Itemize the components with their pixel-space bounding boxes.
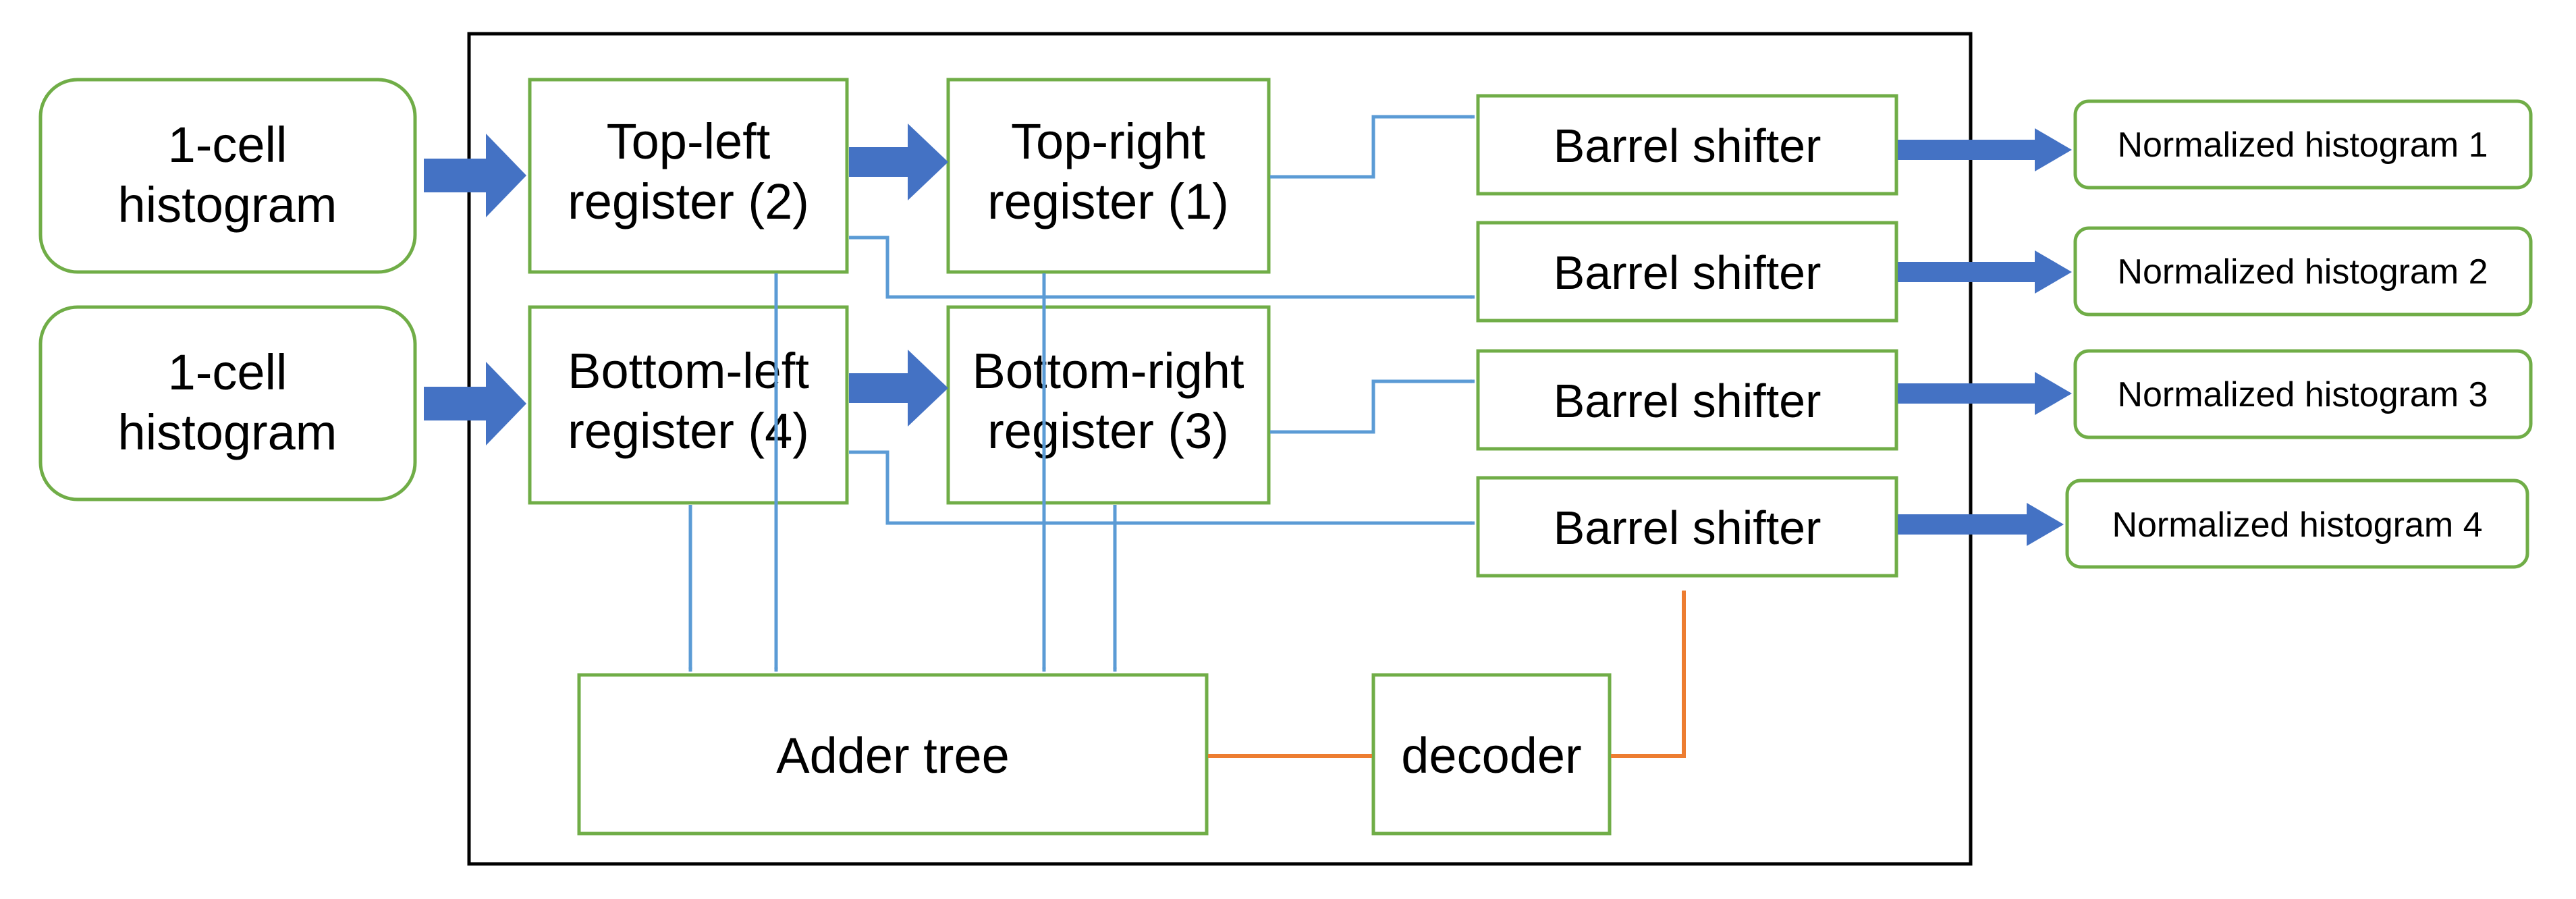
barrel-shifter-2: Barrel shifter bbox=[1476, 221, 1898, 323]
line-bottomleft-to-shifter4 bbox=[849, 450, 1475, 525]
output-2-label: Normalized histogram 2 bbox=[2117, 252, 2488, 292]
fat-arrow-shifter4-to-output4 bbox=[1898, 503, 2064, 546]
barrel-shifter-3: Barrel shifter bbox=[1476, 349, 1898, 451]
output-histogram-4: Normalized histogram 4 bbox=[2065, 479, 2529, 569]
fat-arrow-shifter3-to-output3 bbox=[1898, 372, 2072, 415]
fat-arrow-shifter2-to-output2 bbox=[1898, 250, 2072, 294]
output-histogram-3: Normalized histogram 3 bbox=[2073, 349, 2533, 439]
output-1-label: Normalized histogram 1 bbox=[2117, 126, 2488, 165]
fat-arrow-shifter1-to-output1 bbox=[1898, 128, 2072, 171]
barrel-shifter-4-label: Barrel shifter bbox=[1554, 501, 1821, 554]
barrel-shifter-3-label: Barrel shifter bbox=[1554, 375, 1821, 427]
fat-arrow-bottomleft-to-bottomright bbox=[849, 350, 948, 427]
output-3-label: Normalized histogram 3 bbox=[2117, 375, 2488, 414]
barrel-shifter-4: Barrel shifter bbox=[1476, 476, 1898, 578]
barrel-shifter-1-label: Barrel shifter bbox=[1554, 119, 1821, 172]
decoder-label: decoder bbox=[1401, 728, 1581, 784]
line-bottomright-to-shifter3 bbox=[1270, 379, 1475, 434]
fat-arrow-input1-to-topleft bbox=[424, 134, 526, 217]
adder-tree-label: Adder tree bbox=[776, 728, 1010, 784]
barrel-shifter-2-label: Barrel shifter bbox=[1554, 246, 1821, 299]
decoder: decoder bbox=[1371, 673, 1612, 836]
line-topleft-to-shifter2 bbox=[849, 236, 1475, 299]
barrel-shifter-1: Barrel shifter bbox=[1476, 94, 1898, 196]
fat-arrow-input2-to-bottomleft bbox=[424, 362, 526, 445]
output-4-label: Normalized histogram 4 bbox=[2112, 506, 2482, 545]
line-decoder-to-shifter4 bbox=[1611, 590, 1686, 758]
output-histogram-1: Normalized histogram 1 bbox=[2073, 99, 2533, 190]
adder-tree: Adder tree bbox=[577, 673, 1209, 836]
output-histogram-2: Normalized histogram 2 bbox=[2073, 226, 2533, 317]
line-topright-to-shifter1 bbox=[1270, 115, 1475, 179]
module-frame bbox=[467, 32, 1973, 866]
fat-arrow-topleft-to-topright bbox=[849, 124, 948, 200]
